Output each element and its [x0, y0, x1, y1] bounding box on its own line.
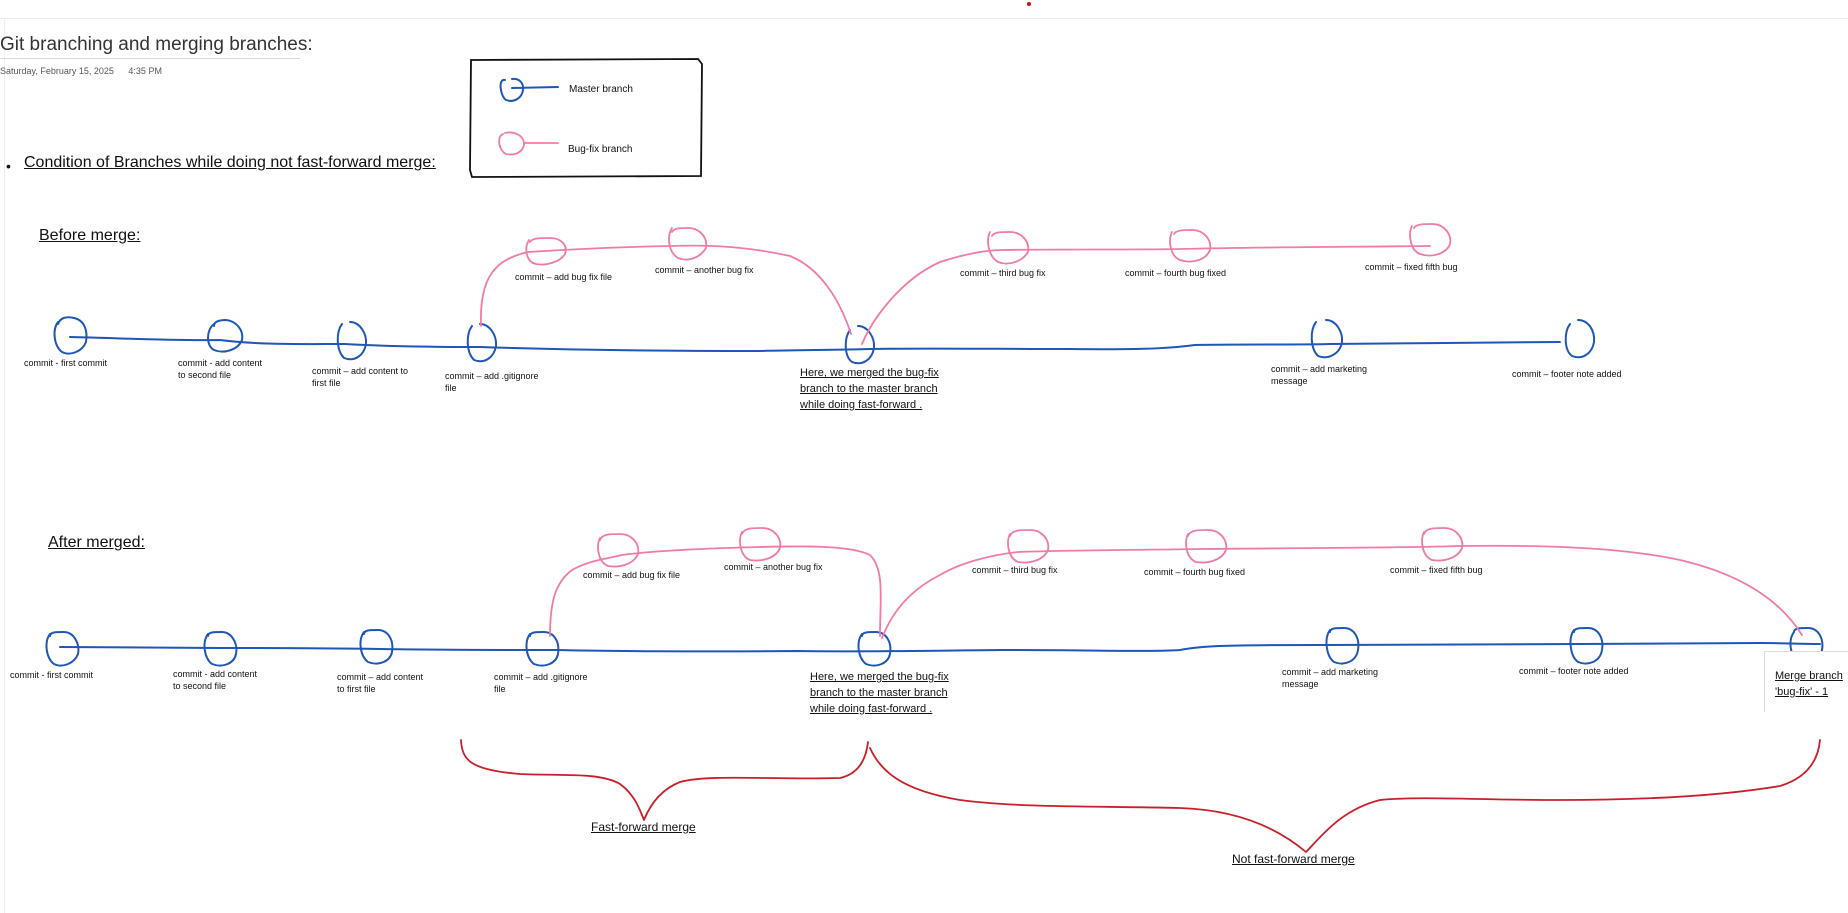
legend-box — [469, 58, 703, 178]
before-bugfix-label: commit – third bug fix — [960, 268, 1046, 278]
bullet-icon: • — [6, 158, 11, 174]
after-commit-label: commit – add .gitignore file — [494, 672, 588, 694]
after-bugfix-label: commit – fixed fifth bug — [1390, 565, 1483, 575]
legend-bugfix-icon — [498, 131, 559, 156]
page-time: 4:35 PM — [128, 66, 162, 76]
before-commit-label: commit - first commit — [24, 358, 107, 368]
before-bugfix-label: commit – fixed fifth bug — [1365, 262, 1458, 272]
before-commit-label: commit – add .gitignore file — [445, 371, 539, 393]
page-margin-line — [4, 18, 5, 913]
before-master-line — [53, 316, 1596, 365]
before-commit-label: commit – add marketing message — [1271, 364, 1368, 386]
after-bugfix-label: commit – fourth bug fixed — [1144, 567, 1246, 577]
section-heading[interactable]: Condition of Branches while doing not fa… — [24, 154, 436, 171]
after-merged-heading[interactable]: After merged: — [48, 534, 145, 551]
fast-forward-label: Fast-forward merge — [591, 820, 696, 834]
after-bugfix-label: commit – another bug fix — [724, 562, 823, 572]
before-commit-label: commit - add content to second file — [178, 358, 263, 380]
legend-master-icon — [499, 77, 559, 102]
before-bugfix-label: commit – another bug fix — [655, 265, 754, 275]
red-marker-dot — [1027, 2, 1031, 6]
merge-commit-label: Merge branch 'bug-fix' - 1 — [1775, 670, 1843, 698]
after-master-line — [45, 627, 1824, 667]
page-title[interactable]: Git branching and merging branches: — [0, 34, 313, 59]
not-fast-forward-brace — [869, 739, 1821, 853]
legend-bugfix-label: Bug-fix branch — [568, 144, 633, 155]
fast-forward-brace — [460, 739, 869, 821]
before-bugfix-label: commit – add bug fix file — [515, 272, 613, 282]
after-bugfix-label: commit – third bug fix — [972, 565, 1058, 575]
not-fast-forward-label: Not fast-forward merge — [1232, 852, 1355, 866]
before-merge-note: Here, we merged the bug-fix branch to th… — [800, 367, 939, 411]
after-commit-label: commit – add content to first file — [337, 672, 424, 694]
merge-commit-note-box[interactable]: Merge branch 'bug-fix' - 1 — [1764, 651, 1848, 712]
before-commit-label: commit – add content to first file — [312, 366, 409, 388]
before-commit-label: commit – footer note added — [1512, 369, 1622, 379]
before-merge-heading[interactable]: Before merge: — [39, 227, 141, 244]
after-commit-label: commit – add marketing message — [1282, 667, 1379, 689]
after-merge-note: Here, we merged the bug-fix branch to th… — [810, 671, 949, 715]
top-bar — [0, 0, 1848, 19]
before-bugfix-branch — [479, 223, 1452, 345]
page-date: Saturday, February 15, 2025 — [0, 66, 114, 76]
after-bugfix-label: commit – add bug fix file — [583, 570, 681, 580]
page-timestamp: Saturday, February 15, 2025 4:35 PM — [0, 66, 174, 76]
after-commit-label: commit - first commit — [10, 670, 93, 680]
legend-master-label: Master branch — [569, 84, 633, 95]
after-commit-label: commit - add content to second file — [173, 669, 258, 691]
before-bugfix-label: commit – fourth bug fixed — [1125, 268, 1227, 278]
after-bugfix-branch — [549, 527, 1803, 639]
after-commit-label: commit – footer note added — [1519, 666, 1629, 676]
